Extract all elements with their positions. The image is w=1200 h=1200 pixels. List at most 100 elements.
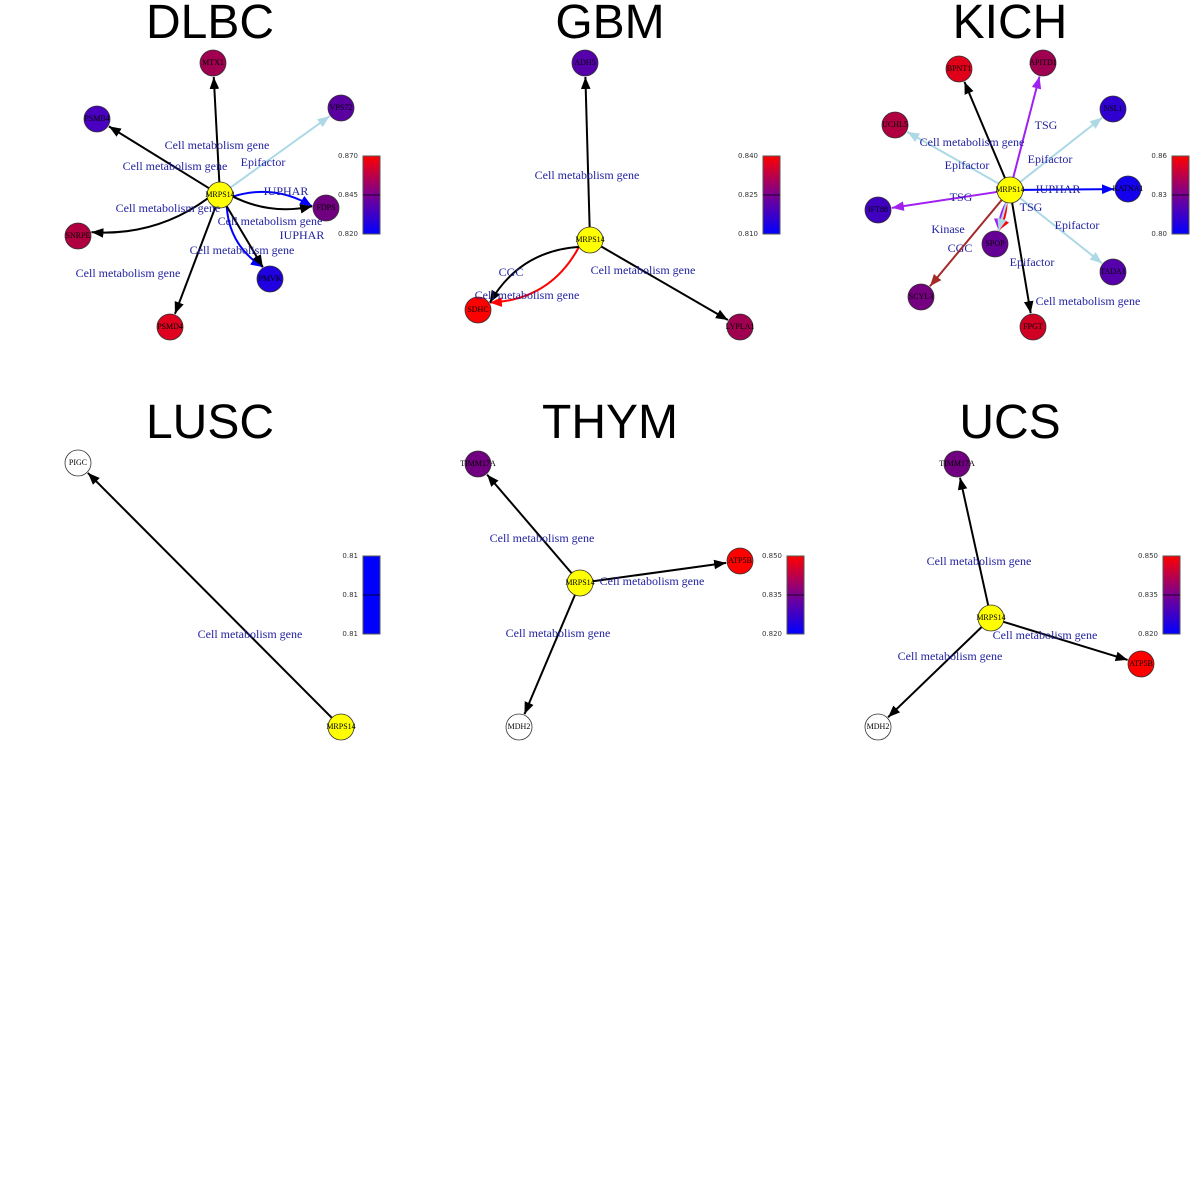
panel-title: DLBC bbox=[146, 0, 274, 49]
node-circle bbox=[256, 265, 284, 293]
node-atp5b[interactable]: ATP5B bbox=[726, 547, 754, 575]
node-fpgt[interactable]: FPGT bbox=[1019, 313, 1047, 341]
node-circle bbox=[327, 713, 355, 741]
node-mdh2[interactable]: MDH2 bbox=[864, 713, 892, 741]
nodes: TIMM17A ATP5B MDH2 MRPS14 bbox=[460, 450, 754, 741]
legend-tick-label: 0.86 bbox=[1151, 152, 1167, 160]
panel-title: UCS bbox=[959, 396, 1060, 449]
node-psmb4[interactable]: PSMB4 bbox=[83, 105, 111, 133]
edge-atp5b bbox=[592, 559, 727, 583]
node-pigc[interactable]: PIGC bbox=[64, 449, 92, 477]
node-label: TIMM17A bbox=[460, 459, 496, 468]
node-label: PSMD4 bbox=[157, 322, 183, 331]
node-mrps14[interactable]: MRPS14 bbox=[326, 713, 356, 741]
node-circle bbox=[981, 230, 1009, 258]
node-circle bbox=[464, 450, 492, 478]
node-circle bbox=[726, 313, 754, 341]
node-snrpe[interactable]: SNRPE bbox=[64, 222, 92, 250]
node-mtx1[interactable]: MTX1 bbox=[199, 49, 227, 77]
node-label: MTX1 bbox=[202, 58, 224, 67]
edge-label: Cell metabolism gene bbox=[535, 168, 640, 182]
node-circle bbox=[206, 181, 234, 209]
edge-katna1 bbox=[1022, 184, 1115, 195]
node-atp5b[interactable]: ATP5B bbox=[1127, 650, 1155, 678]
node-circle bbox=[977, 604, 1005, 632]
node-timm17a[interactable]: TIMM17A bbox=[460, 450, 496, 478]
node-mrps14[interactable]: MRPS14 bbox=[995, 176, 1025, 204]
node-bpnt1[interactable]: BPNT1 bbox=[945, 55, 973, 83]
node-mdh2[interactable]: MDH2 bbox=[505, 713, 533, 741]
edges bbox=[891, 76, 1115, 314]
edges bbox=[489, 76, 729, 321]
color-legend: 0.860.830.80 bbox=[1151, 152, 1190, 238]
edge-mdh2 bbox=[523, 594, 576, 715]
node-adh5[interactable]: ADH5 bbox=[571, 49, 599, 77]
node-scyl3[interactable]: SCYL3 bbox=[907, 283, 935, 311]
edge-label: IUPHAR bbox=[280, 228, 325, 242]
legend-tick-label: 0.820 bbox=[762, 630, 782, 638]
edge-fpgt bbox=[1011, 202, 1034, 314]
node-mrps14[interactable]: MRPS14 bbox=[976, 604, 1006, 632]
edge-label: Cell metabolism gene bbox=[490, 531, 595, 545]
node-uchl5[interactable]: UCHL5 bbox=[881, 111, 909, 139]
node-fdps[interactable]: FDPS bbox=[312, 194, 340, 222]
edge-pigc bbox=[87, 472, 333, 719]
node-katna1[interactable]: KATNA1 bbox=[1112, 175, 1144, 203]
node-sdhc[interactable]: SDHC bbox=[464, 296, 492, 324]
edge-label: Epifactor bbox=[1055, 218, 1100, 232]
node-mrps14[interactable]: MRPS14 bbox=[205, 181, 235, 209]
edge-label: Cell metabolism gene bbox=[123, 159, 228, 173]
edges bbox=[91, 76, 331, 315]
node-psmd4[interactable]: PSMD4 bbox=[156, 313, 184, 341]
node-circle bbox=[1019, 313, 1047, 341]
legend-tick-label: 0.820 bbox=[338, 230, 358, 238]
edge-label: TSG bbox=[1020, 200, 1043, 214]
legend-tick-label: 0.835 bbox=[762, 591, 782, 599]
edge-label: Cell metabolism gene bbox=[190, 243, 295, 257]
edge-bpnt1 bbox=[963, 81, 1006, 179]
node-mrps14[interactable]: MRPS14 bbox=[575, 226, 605, 254]
edge-label: CGC bbox=[499, 265, 524, 279]
node-spop[interactable]: SPOP bbox=[981, 230, 1009, 258]
node-label: ATP5B bbox=[728, 556, 752, 565]
node-circle bbox=[64, 449, 92, 477]
node-lypla1[interactable]: LYPLA1 bbox=[726, 313, 755, 341]
edge-labels: Cell metabolism gene bbox=[198, 627, 303, 641]
edge-label: Cell metabolism gene bbox=[1036, 294, 1141, 308]
node-label: APITD1 bbox=[1029, 58, 1057, 67]
node-circle bbox=[996, 176, 1024, 204]
node-mrps14[interactable]: MRPS14 bbox=[565, 569, 595, 597]
node-vps72[interactable]: VPS72 bbox=[327, 94, 355, 122]
node-label: ADH5 bbox=[574, 58, 595, 67]
edge-timm17a bbox=[957, 477, 990, 606]
edge-label: Cell metabolism gene bbox=[116, 201, 221, 215]
edge-psmd4 bbox=[174, 206, 217, 315]
edge-label: Epifactor bbox=[945, 158, 990, 172]
node-nsl1[interactable]: NSL1 bbox=[1099, 95, 1127, 123]
node-apitd1[interactable]: APITD1 bbox=[1029, 49, 1057, 77]
edge-label: Epifactor bbox=[1028, 152, 1073, 166]
legend-tick-label: 0.81 bbox=[342, 591, 358, 599]
node-circle bbox=[881, 111, 909, 139]
node-label: FPGT bbox=[1023, 322, 1043, 331]
edge-nsl1 bbox=[1019, 116, 1103, 183]
edge-lypla1 bbox=[600, 245, 729, 321]
node-label: VPS72 bbox=[330, 103, 353, 112]
edge-mdh2 bbox=[887, 626, 983, 718]
node-ift88[interactable]: IFT88 bbox=[864, 196, 892, 224]
legend-tick-label: 0.840 bbox=[738, 152, 758, 160]
node-tada1[interactable]: TADA1 bbox=[1099, 258, 1127, 286]
node-label: IFT88 bbox=[868, 205, 888, 214]
node-pmvk[interactable]: PMVK bbox=[256, 265, 284, 293]
node-timm17a[interactable]: TIMM17A bbox=[939, 450, 975, 478]
node-label: BPNT1 bbox=[947, 64, 971, 73]
node-circle bbox=[576, 226, 604, 254]
node-circle bbox=[1114, 175, 1142, 203]
